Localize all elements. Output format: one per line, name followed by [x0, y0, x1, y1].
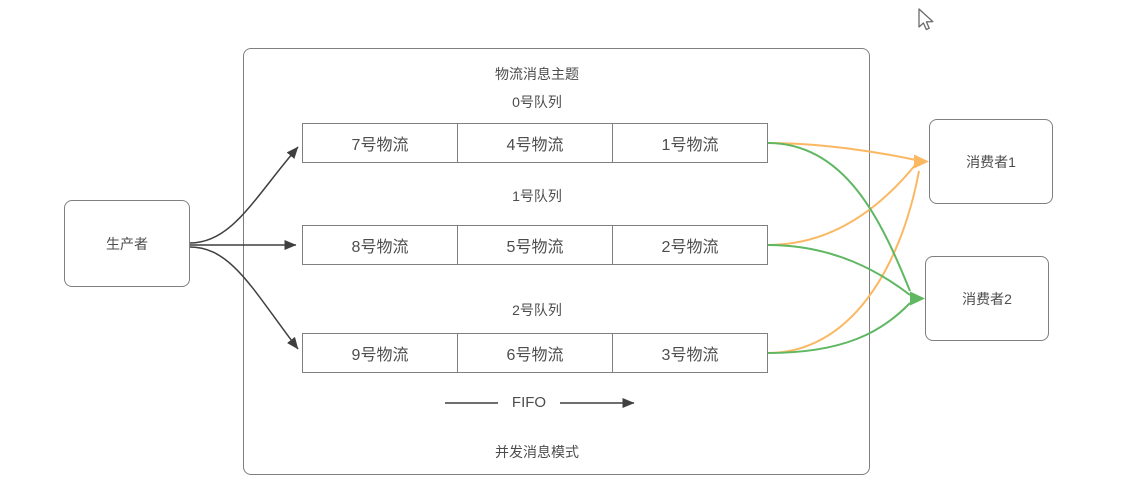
- mouse-cursor-icon: [918, 8, 934, 31]
- queue-2-label: 2号队列: [512, 302, 562, 318]
- queue-2-row[interactable]: 9号物流 6号物流 3号物流: [302, 333, 768, 373]
- queue-1-cell-0[interactable]: 8号物流: [351, 239, 409, 256]
- consumer1-arrowhead-icon: [914, 154, 929, 169]
- consumer-2-node[interactable]: 消费者2: [925, 256, 1049, 341]
- consumer-1-node[interactable]: 消费者1: [929, 119, 1053, 204]
- queue-0-cell-2[interactable]: 1号物流: [612, 124, 767, 162]
- producer-label: 生产者: [106, 235, 148, 252]
- queue-1-label: 1号队列: [512, 188, 562, 204]
- mode-label: 并发消息模式: [495, 444, 579, 460]
- queue-1-cell-1[interactable]: 5号物流: [457, 226, 612, 264]
- fifo-label: FIFO: [498, 392, 560, 413]
- consumer-1-label: 消费者1: [966, 153, 1016, 170]
- queue-0-row[interactable]: 7号物流 4号物流 1号物流: [302, 123, 768, 163]
- queue-0-label: 0号队列: [512, 94, 562, 110]
- queue-0-cell-0[interactable]: 7号物流: [351, 137, 409, 154]
- queue-1-cell-2[interactable]: 2号物流: [612, 226, 767, 264]
- topic-title: 物流消息主题: [495, 66, 579, 82]
- queue-2-cell-0[interactable]: 9号物流: [351, 347, 409, 364]
- consumer-2-label: 消费者2: [962, 290, 1012, 307]
- consumer2-arrowhead-icon: [910, 291, 925, 306]
- queue-2-cell-2[interactable]: 3号物流: [612, 334, 767, 372]
- producer-node[interactable]: 生产者: [64, 200, 190, 287]
- queue-2-cell-1[interactable]: 6号物流: [457, 334, 612, 372]
- queue-0-cell-1[interactable]: 4号物流: [457, 124, 612, 162]
- queue-1-row[interactable]: 8号物流 5号物流 2号物流: [302, 225, 768, 265]
